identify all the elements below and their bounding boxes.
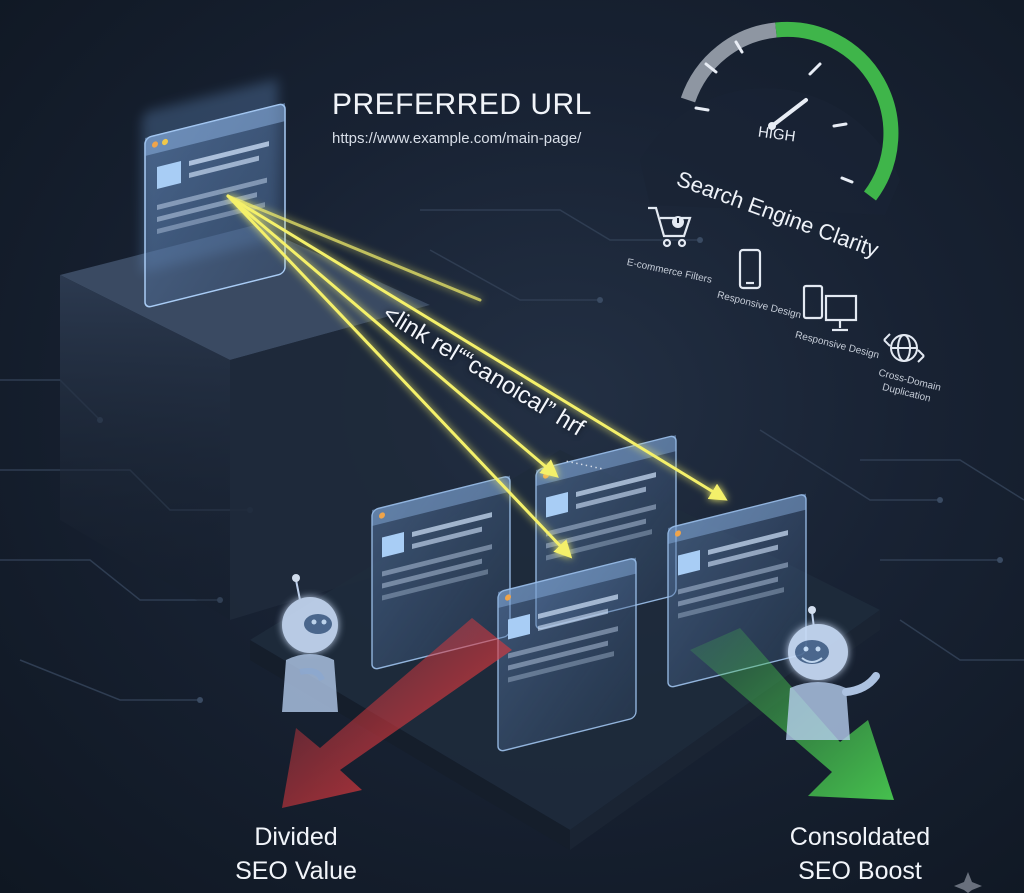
- canonical-beams: [226, 194, 728, 559]
- clarity-gauge: [640, 21, 900, 215]
- consolidated-line-1: Consoldated: [789, 823, 931, 851]
- divided-value-label: Divided SEO Value: [216, 820, 376, 888]
- divided-line-1: Divided: [254, 823, 338, 851]
- gauge-needle: [770, 98, 808, 128]
- beam-to-page-2: [226, 194, 573, 559]
- preferred-url-value: https://www.example.com/main-page/: [332, 130, 582, 147]
- consolidated-line-2: SEO Boost: [798, 857, 922, 885]
- robot-right: [786, 606, 880, 740]
- gauge-low-arc: [680, 22, 777, 103]
- preferred-page-panel: [142, 79, 286, 308]
- duplicate-page-1: [371, 475, 511, 670]
- duplicate-pages: [371, 435, 807, 752]
- smartphone-icon: [738, 248, 762, 290]
- duplicate-page-4: [667, 493, 807, 688]
- duplicate-page-3: [497, 557, 637, 752]
- consolidated-boost-label: Consoldated SEO Boost: [770, 820, 950, 888]
- corner-sparkle-icon: [954, 872, 982, 893]
- robot-left: [282, 574, 338, 712]
- beam-to-page-4: [226, 194, 482, 302]
- beam-to-page-1: [226, 194, 559, 478]
- shopping-cart-icon: [648, 206, 692, 248]
- gauge-high-arc: [775, 21, 899, 201]
- tablet-monitor-icon: [802, 284, 858, 332]
- divided-line-2: SEO Value: [235, 857, 357, 885]
- divided-value-arrow: [282, 618, 512, 808]
- preferred-url-title: PREFERRED URL: [332, 88, 592, 121]
- globe-arrows-icon: [883, 333, 925, 363]
- beam-to-page-3: [226, 194, 728, 501]
